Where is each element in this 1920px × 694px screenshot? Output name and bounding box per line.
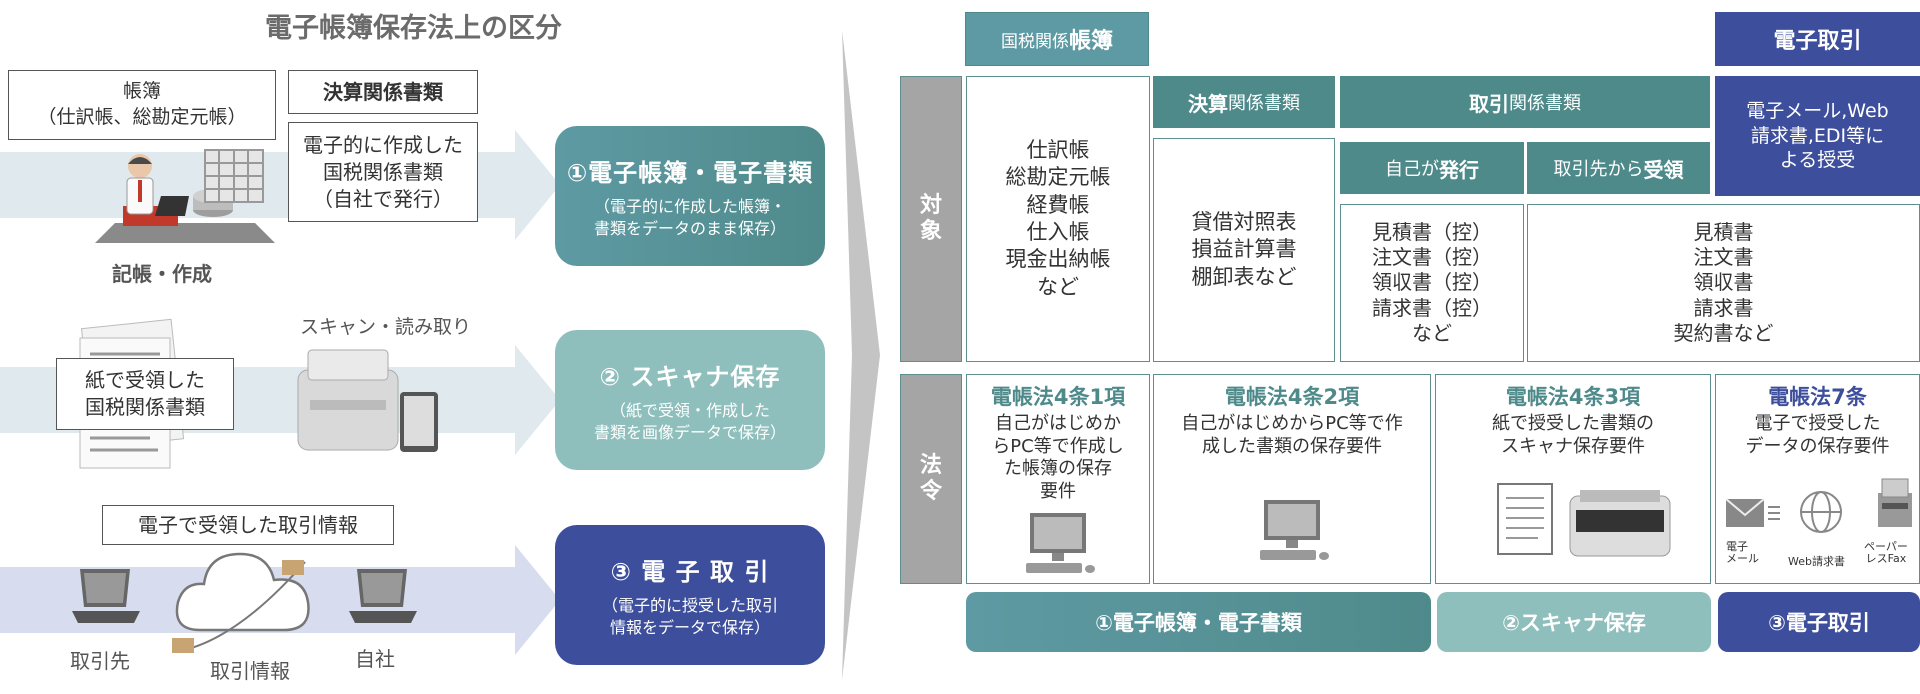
header-denshi-torihiki: 電子取引 [1715, 12, 1920, 66]
law-4-2-title: 電帳法4条2項 [1224, 385, 1360, 409]
header-kokuzei-a: 国税関係 [1000, 31, 1069, 52]
info-label: 取引情報 [210, 659, 290, 683]
cell-hakko: 見積書（控） 注文書（控） 領収書（控） 請求書（控） など [1340, 204, 1524, 362]
cloud-icon [172, 552, 310, 653]
header-juryo: 取引先から受領 [1527, 142, 1710, 194]
category-denshi-torihiki-sub: （電子的に授受した取引 情報をデータで保存） [601, 595, 778, 637]
scan-label: スキャン・読み取り [300, 316, 472, 338]
partner-label: 取引先 [70, 649, 130, 673]
scanner-icon [297, 349, 438, 452]
received-info-box: 電子で受領した取引情報 [102, 505, 394, 545]
header-hakko-a: 自己が [1385, 159, 1439, 180]
cell-email: 電子メール,Web 請求書,EDI等に よる授受 [1715, 76, 1920, 196]
self-label: 自社 [355, 647, 395, 671]
cell-juryo: 見積書 注文書 領収書 請求書 契約書など [1527, 204, 1920, 362]
chevron-right-icon [842, 30, 880, 680]
footer-denshi-chobo: ①電子帳簿・電子書類 [966, 592, 1431, 652]
email-icon [1725, 498, 1780, 527]
header-kokuzei-b: 帳簿 [1068, 29, 1113, 54]
header-juryo-a: 取引先から [1553, 159, 1644, 180]
category-scanner-title: ② スキャナ保存 [599, 362, 781, 391]
header-torihiki: 取引関係書類 [1340, 76, 1710, 128]
footer-scanner: ②スキャナ保存 [1437, 592, 1711, 652]
side-taisho: 対 象 [900, 76, 962, 362]
side-horei: 法 令 [900, 374, 962, 584]
icon-label-mail: 電子 メール [1726, 540, 1759, 566]
header-kessan-a: 決算 [1188, 91, 1228, 116]
category-denshi-chobo: ①電子帳簿・電子書類 （電子的に作成した帳簿・ 書類をデータのまま保存） [555, 126, 825, 266]
header-kessan-b: 関係書類 [1228, 93, 1300, 114]
category-denshi-torihiki: ③ 電 子 取 引 （電子的に授受した取引 情報をデータで保存） [555, 525, 825, 665]
self-laptop-icon [349, 569, 417, 623]
header-juryo-b: 受領 [1643, 157, 1684, 182]
computer-icon [1026, 513, 1095, 573]
fax-icon [1878, 478, 1912, 527]
header-hakko: 自己が発行 [1340, 142, 1524, 194]
books-box: 帳簿 （仕訳帳、総勘定元帳） [8, 70, 276, 140]
law-4-1-title: 電帳法4条1項 [990, 385, 1126, 409]
header-denshi-torihiki-label: 電子取引 [1773, 29, 1862, 54]
category-scanner: ② スキャナ保存 （紙で受領・作成した 書類を画像データで保存） [555, 330, 825, 470]
category-denshi-chobo-sub: （電子的に作成した帳簿・ 書類をデータのまま保存） [593, 196, 786, 238]
header-hakko-b: 発行 [1439, 157, 1479, 182]
law-7: 電帳法7条 電子で授受した データの保存要件 電子 メール Web請求書 ペーパ… [1715, 374, 1920, 584]
paper-received-box: 紙で受領した 国税関係書類 [56, 358, 234, 430]
category-denshi-chobo-title: ①電子帳簿・電子書類 [566, 158, 814, 187]
icon-label-fax: ペーパー レスFax [1864, 540, 1908, 566]
computer-icon [1260, 500, 1329, 560]
diagram-title: 電子帳簿保存法上の区分 [265, 13, 562, 44]
kessan-box: 決算関係書類 [288, 70, 478, 114]
header-kessan: 決算関係書類 [1153, 76, 1335, 128]
denshi-docs-box: 電子的に作成した 国税関係書類 （自社で発行） [288, 122, 478, 222]
law-4-1: 電帳法4条1項 自己がはじめか らPC等で作成し た帳簿の保存 要件 [966, 374, 1150, 584]
law-7-desc: 電子で授受した データの保存要件 [1745, 413, 1890, 457]
law-4-3: 電帳法4条3項 紙で授受した書類の スキャナ保存要件 [1435, 374, 1711, 584]
person-desk-icon [95, 149, 275, 243]
footer-denshi-torihiki: ③電子取引 [1718, 592, 1920, 652]
law-4-2: 電帳法4条2項 自己がはじめからPC等で作 成した書類の保存要件 [1153, 374, 1431, 584]
icon-label-web: Web請求書 [1788, 555, 1845, 568]
law-4-2-desc: 自己がはじめからPC等で作 成した書類の保存要件 [1181, 413, 1403, 457]
header-torihiki-b: 関係書類 [1509, 93, 1581, 114]
category-scanner-sub: （紙で受領・作成した 書類を画像データで保存） [593, 400, 786, 442]
cell-books: 仕訳帳 総勘定元帳 経費帳 仕入帳 現金出納帳 など [966, 76, 1150, 362]
document-scanner-icon [1497, 483, 1671, 557]
kicho-label: 記帳・作成 [112, 262, 212, 286]
law-4-3-title: 電帳法4条3項 [1505, 385, 1641, 409]
category-denshi-torihiki-title: ③ 電 子 取 引 [610, 557, 770, 586]
web-invoice-icon [1800, 491, 1842, 533]
law-4-1-desc: 自己がはじめか らPC等で作成し た帳簿の保存 要件 [992, 413, 1124, 502]
header-torihiki-a: 取引 [1469, 91, 1509, 116]
header-kokuzei-chobo: 国税関係帳簿 [965, 12, 1149, 66]
law-7-title: 電帳法7条 [1768, 385, 1867, 409]
law-4-3-desc: 紙で授受した書類の スキャナ保存要件 [1492, 413, 1654, 457]
partner-laptop-icon [72, 569, 140, 623]
cell-kessan: 貸借対照表 損益計算書 棚卸表など [1153, 138, 1335, 362]
